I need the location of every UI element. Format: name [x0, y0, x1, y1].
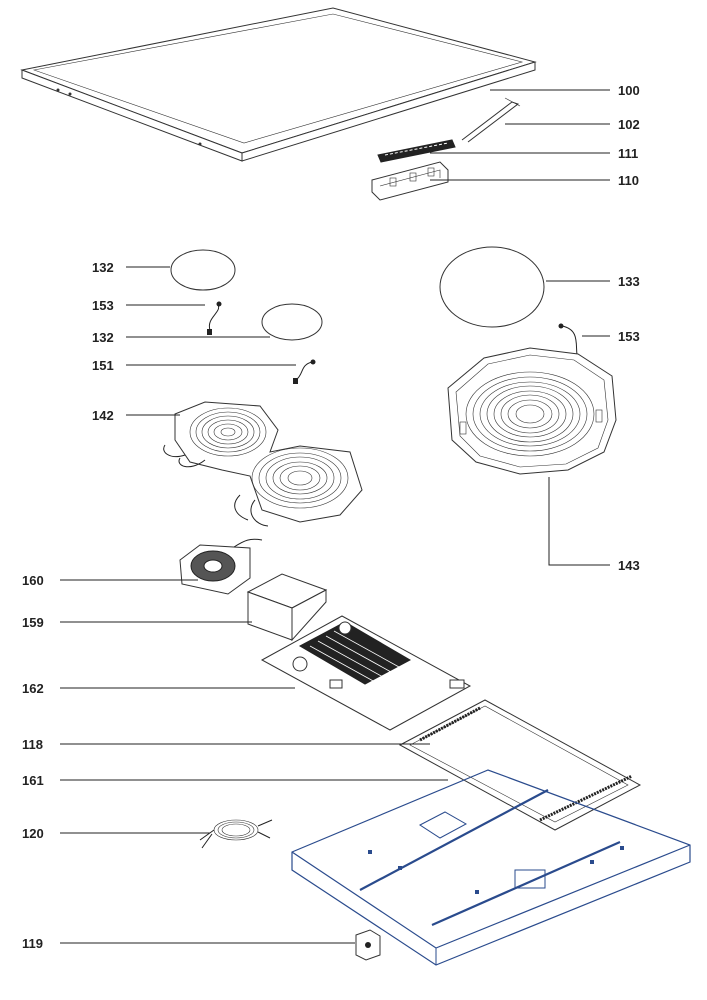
callout-100: 100: [618, 83, 640, 98]
callout-110: 110: [618, 173, 639, 188]
callout-132b: 132: [92, 330, 114, 345]
callout-labels: 100 102 111 110 132 133 153 132 153 151 …: [22, 83, 640, 951]
temperature-sensor-151[interactable]: [293, 359, 316, 385]
power-cable[interactable]: [199, 819, 273, 849]
touch-control-strip[interactable]: [461, 97, 521, 143]
leader-lines: [60, 89, 610, 944]
callout-143: 143: [618, 558, 640, 573]
control-housing[interactable]: [371, 161, 449, 201]
callout-142: 142: [92, 408, 114, 423]
heatsink-cover[interactable]: [246, 573, 328, 642]
control-pcb[interactable]: [377, 139, 456, 163]
glass-top-plate[interactable]: [20, 7, 537, 162]
power-board[interactable]: [260, 615, 472, 731]
callout-162: 162: [22, 681, 44, 696]
large-induction-coil[interactable]: [447, 347, 617, 475]
callout-111: 111: [618, 146, 638, 161]
callout-118: 118: [22, 737, 43, 752]
callout-161: 161: [22, 773, 44, 788]
callout-160: 160: [22, 573, 44, 588]
mounting-bracket[interactable]: [355, 929, 381, 961]
callout-153b: 153: [618, 329, 640, 344]
insulation-pad-small-2[interactable]: [261, 303, 323, 341]
double-induction-coil[interactable]: [163, 401, 363, 527]
callout-102: 102: [618, 117, 640, 132]
temperature-sensor-153-left[interactable]: [207, 301, 222, 336]
callout-133: 133: [618, 274, 640, 289]
support-frame[interactable]: [398, 699, 642, 831]
callout-132a: 132: [92, 260, 114, 275]
bottom-housing[interactable]: [291, 769, 691, 966]
callout-120: 120: [22, 826, 44, 841]
callout-119: 119: [22, 936, 43, 951]
insulation-pad-small-1[interactable]: [170, 249, 236, 291]
callout-153a: 153: [92, 298, 114, 313]
insulation-pad-large[interactable]: [439, 246, 545, 328]
cooling-fan[interactable]: [179, 538, 263, 595]
callout-159: 159: [22, 615, 44, 630]
callout-151: 151: [92, 358, 114, 373]
leader-143: [548, 477, 610, 566]
